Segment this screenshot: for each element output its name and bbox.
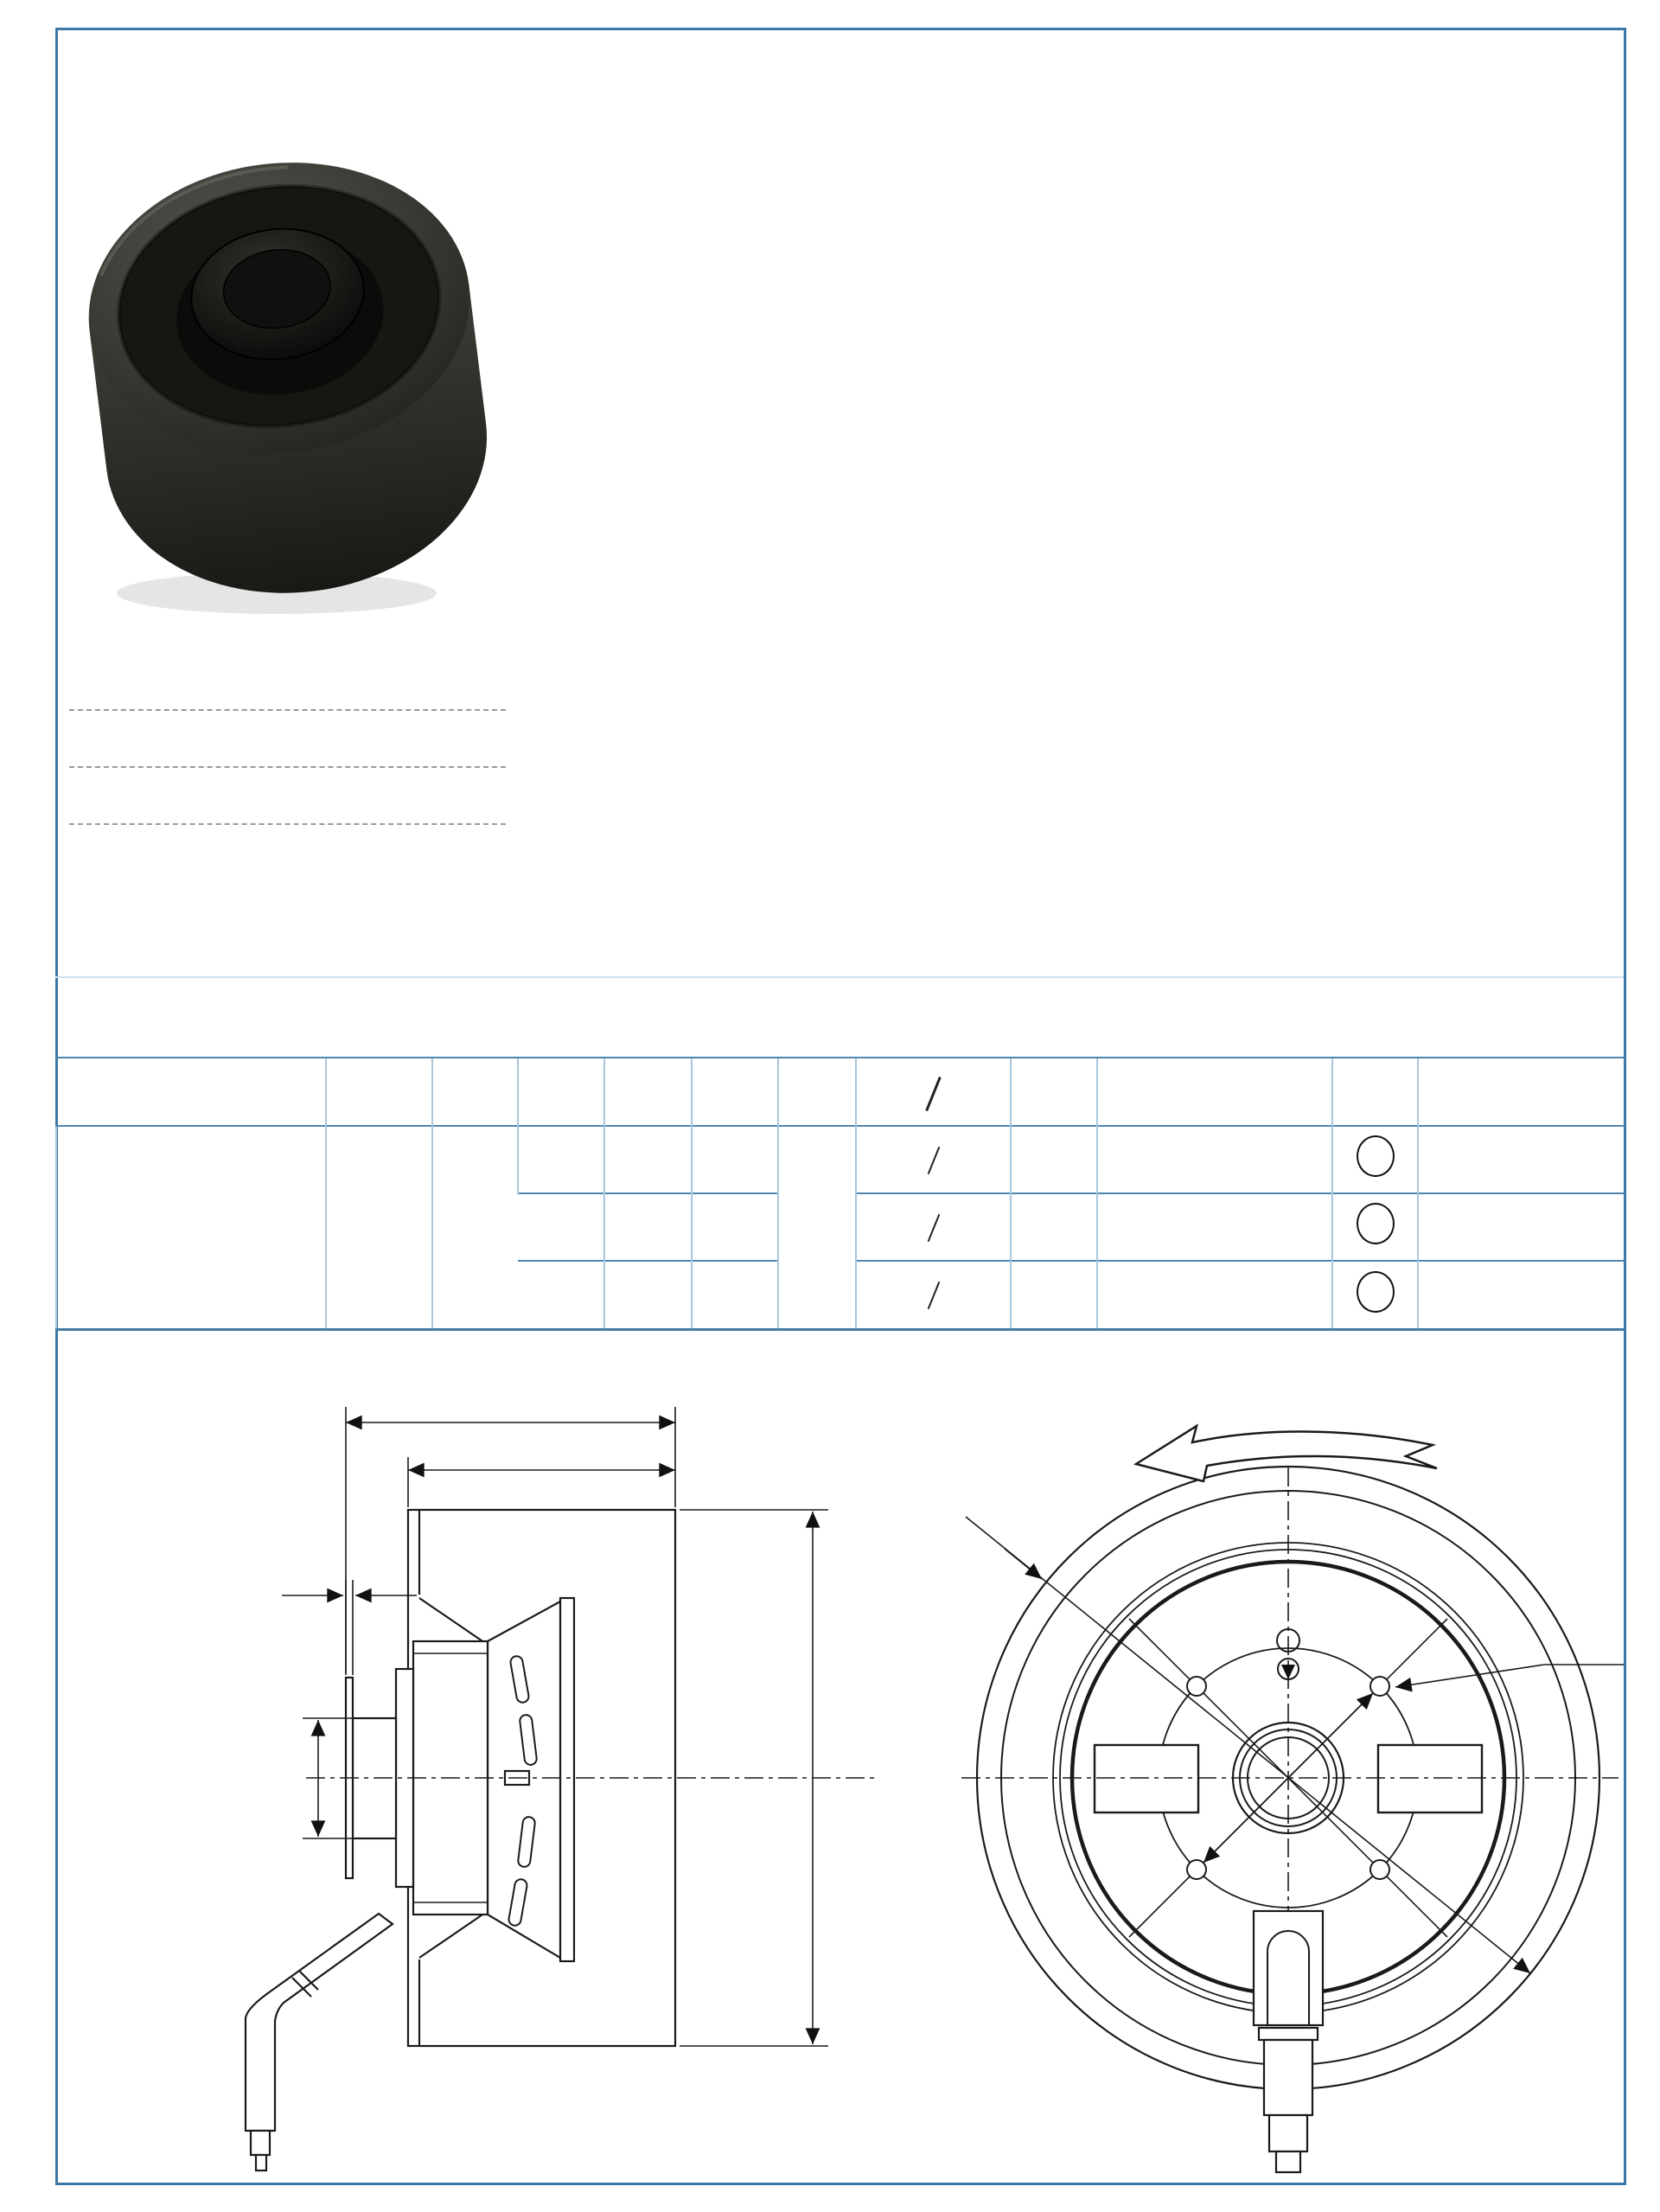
- table-unit-row: [56, 1057, 1625, 1126]
- unit-type: [56, 1057, 326, 1126]
- voltage-value: [325, 1125, 432, 1328]
- current-value: [518, 1192, 604, 1261]
- technical-drawings: [244, 1407, 1624, 2174]
- front-view-drawing: [961, 1423, 1624, 2174]
- rotation-direction-arrow: [1133, 1423, 1438, 1483]
- fraction-slash: [927, 1213, 940, 1242]
- capacitor-value: [777, 1125, 856, 1328]
- product-photo: [88, 163, 488, 614]
- speed-value: [691, 1260, 778, 1328]
- motor-hub-icon: [222, 249, 331, 329]
- current-value: [517, 1125, 604, 1193]
- performance-chart: [744, 17, 1651, 969]
- side-view-drawing: [244, 1407, 878, 2172]
- front-cable-gland: [1252, 1909, 1325, 2174]
- airflow-value: [855, 1192, 1011, 1261]
- table-row: [55, 1125, 1625, 1328]
- power-value: [603, 1192, 692, 1261]
- spec-row-insulation: [69, 825, 506, 880]
- noise-value: [1010, 1125, 1097, 1193]
- photo-shadow: [117, 572, 437, 614]
- unit-w: [603, 1057, 692, 1126]
- fan-impeller-graphic: [88, 163, 488, 593]
- noise-value: [1010, 1260, 1097, 1328]
- current-value: [518, 1260, 604, 1328]
- table-row: [56, 1260, 1625, 1328]
- fraction-slash: [927, 1281, 940, 1310]
- approvals-value: [1417, 1192, 1625, 1261]
- curve-number-badge: [1331, 1260, 1418, 1328]
- curve-number-badge: [1331, 1192, 1418, 1261]
- unit-airflow: [855, 1057, 1011, 1126]
- curve-number-badge: [1331, 1125, 1418, 1193]
- rim-highlight: [99, 165, 289, 277]
- unit-minmax: [1096, 1057, 1332, 1126]
- unit-v: [325, 1057, 432, 1126]
- mounting-holes: [1186, 1676, 1390, 1880]
- fraction-slash: [925, 1077, 942, 1111]
- power-value: [603, 1125, 692, 1193]
- model-number: [55, 1125, 326, 1328]
- unit-curve: [1331, 1057, 1418, 1126]
- noise-value: [1010, 1192, 1097, 1261]
- spec-row-material: [69, 654, 506, 711]
- unit-dba: [1010, 1057, 1097, 1126]
- table-slant-header-row: [56, 978, 1625, 1058]
- material-spec-block: [69, 654, 506, 880]
- temp-range: [1096, 1260, 1332, 1328]
- airflow-value: [855, 1125, 1011, 1193]
- temp-range: [1096, 1192, 1332, 1261]
- unit-a: [517, 1057, 604, 1126]
- spec-row-protection: [69, 711, 506, 768]
- approvals-value: [1417, 1260, 1625, 1328]
- unit-rpm: [691, 1057, 778, 1126]
- unit-uf: [777, 1057, 856, 1126]
- power-value: [603, 1260, 692, 1328]
- temp-range: [1096, 1125, 1332, 1193]
- spec-row-approvals: [69, 768, 506, 825]
- speed-value: [691, 1125, 778, 1193]
- unit-hz: [431, 1057, 518, 1126]
- fraction-slash: [927, 1146, 940, 1174]
- ratings-table: [55, 976, 1625, 1331]
- side-dimensions: [282, 1407, 828, 2047]
- approvals-value: [1417, 1125, 1625, 1193]
- airflow-value: [855, 1260, 1011, 1328]
- unit-approvals-blank: [1417, 1057, 1625, 1126]
- table-row: [56, 1192, 1625, 1261]
- frequency-value: [431, 1125, 518, 1328]
- speed-value: [691, 1192, 778, 1261]
